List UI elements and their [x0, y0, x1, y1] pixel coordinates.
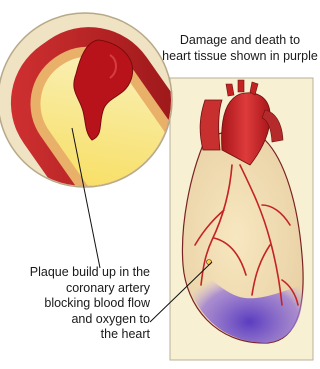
damage-caption-line: Damage and death to: [160, 33, 320, 49]
plaque-caption-line: blocking blood flow: [12, 296, 150, 312]
plaque-caption-line: Plaque build up in the: [12, 265, 150, 281]
plaque-caption-line: the heart: [12, 327, 150, 343]
plaque-caption-line: coronary artery: [12, 281, 150, 297]
plaque-caption-line: and oxygen to: [12, 312, 150, 328]
damage-caption: Damage and death to heart tissue shown i…: [160, 33, 320, 64]
damage-caption-line: heart tissue shown in purple: [160, 49, 320, 65]
plaque-caption: Plaque build up in the coronary artery b…: [12, 265, 150, 343]
